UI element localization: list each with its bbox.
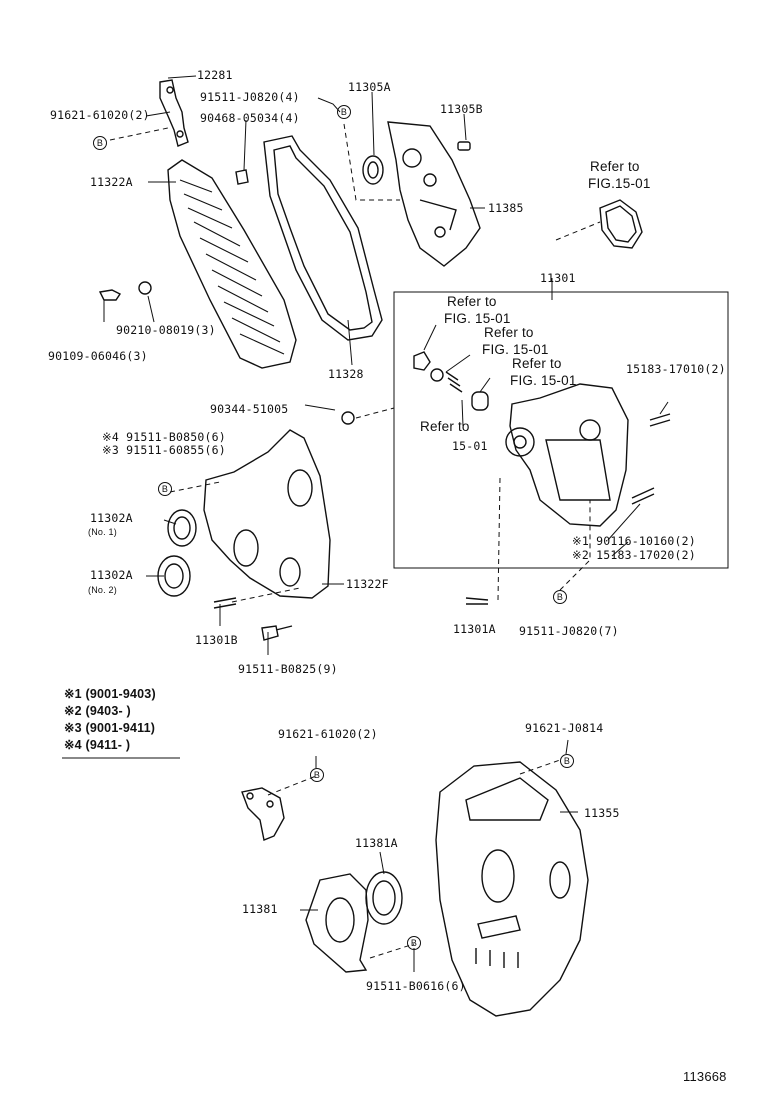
belt-cover-11322a [167,159,297,369]
part-label-91621-j0814: 91621-J0814 [525,721,604,735]
refer-label: Refer to [484,325,534,340]
legend-line-3: ※3 (9001-9411) [64,721,156,735]
part-label-90344-51005: 90344-51005 [210,402,289,416]
part-label-11381a: 11381A [355,836,398,850]
bolt-marker: B [407,936,421,950]
bolt-marker: B [560,754,574,768]
part-label-11322f: 11322F [346,577,389,591]
part-label-11381: 11381 [242,902,278,916]
part-label-11385: 11385 [488,201,524,215]
bolt-marker: B [337,105,351,119]
refer-label: Refer to [590,159,640,174]
part-label-90210-08019: 90210-08019(3) [116,323,216,337]
part-label-91511-b0616: 91511-B0616(6) [366,979,466,993]
part-label-11302a-no2: 11302A [90,568,133,582]
bolt-marker: B [93,136,107,150]
bolt-marker: B [158,482,172,496]
cover-11385 [387,121,481,267]
retainer-11381 [305,873,369,973]
end-plate-11355 [435,761,589,1017]
part-label-11301: 11301 [540,271,576,285]
part-sublabel-no1: (No. 1) [88,527,117,537]
part-label-11328: 11328 [328,367,364,381]
part-label-91511-j0820: 91511-J0820(4) [200,90,300,104]
bolt-marker: B [310,768,324,782]
part-sublabel-no2: (No. 2) [88,585,117,595]
refer-label: Refer to [512,356,562,371]
oil-seal-11381a [365,871,403,925]
plate-12281 [159,79,189,147]
legend-line-1: ※1 (9001-9403) [64,687,156,701]
part-label-11322a: 11322A [90,175,133,189]
part-label-11301b: 11301B [195,633,238,647]
refer-label: Refer to [447,294,497,309]
part-label-11355: 11355 [584,806,620,820]
part-label-90116-10160: ※1 90116-10160(2) [572,534,696,548]
part-label-91511-b0825: 91511-B0825(9) [238,662,338,676]
washer-90210-08019 [138,281,152,295]
oil-pump-parts [413,351,671,605]
legend-line-4: ※4 (9411- ) [64,738,131,752]
part-label-90109-06046: 90109-06046(3) [48,349,148,363]
bolt-91511-b0825 [261,625,293,641]
alignment-dashes [109,123,601,959]
oil-seal-11302a-no2 [157,555,191,597]
timing-cover-11322f [203,429,331,599]
bolt-90468-05034 [235,169,249,185]
pin-11305b [457,141,471,151]
part-label-90468-05034: 90468-05034(4) [200,111,300,125]
part-label-15183-17020: ※2 15183-17020(2) [572,548,696,562]
refer-fig-label: FIG. 15-01 [482,342,549,357]
part-label-11305b: 11305B [440,102,483,116]
refer-fig-label: FIG.15-01 [588,176,651,191]
leader-lines [62,75,729,972]
part-label-91621-61020: 91621-61020(2) [50,108,150,122]
bracket-91621-61020 [241,787,285,841]
refer-fig-label: 15-01 [452,439,488,453]
oil-seal-11305a [362,155,384,185]
part-label-91511-b0850: ※4 91511-B0850(6) [102,430,226,444]
pin-11301b [213,597,237,609]
oil-seal-11302a-no1 [167,509,197,547]
refer-fig-label: FIG. 15-01 [510,373,577,388]
gasket-11328 [263,135,383,341]
part-label-91621-61020-b: 91621-61020(2) [278,727,378,741]
refer-fig-label: FIG. 15-01 [444,311,511,326]
refer-label: Refer to [420,419,470,434]
part-label-91511-60855: ※3 91511-60855(6) [102,443,226,457]
part-label-91511-j0820-7: 91511-J0820(7) [519,624,619,638]
figure-number: 113668 [683,1069,727,1084]
bolt-marker: B [553,590,567,604]
gasket-refer-fig [599,199,643,249]
part-label-11305a: 11305A [348,80,391,94]
part-label-15183-17010: 15183-17010(2) [626,362,726,376]
part-label-11302a-no1: 11302A [90,511,133,525]
legend-line-2: ※2 (9403- ) [64,704,131,718]
gasket-90344-51005 [341,411,355,425]
bolt-90109-06046 [98,289,122,301]
part-label-12281: 12281 [197,68,233,82]
part-label-11301a: 11301A [453,622,496,636]
